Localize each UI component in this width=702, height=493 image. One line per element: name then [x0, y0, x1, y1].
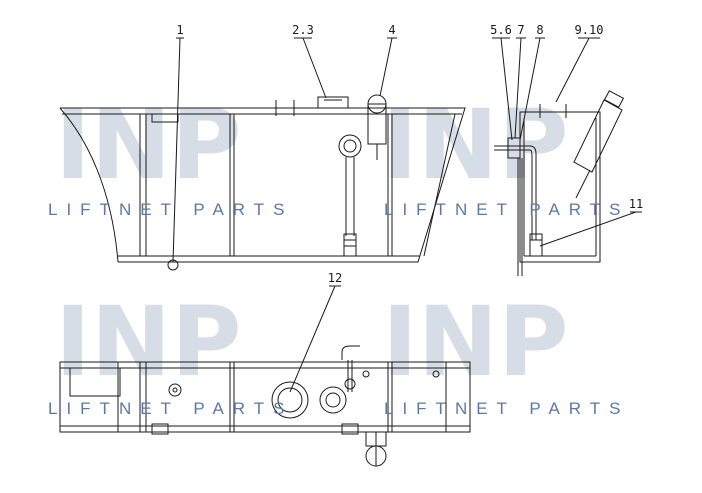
watermark-text: LIFTNET PARTS	[384, 200, 629, 219]
callout-9-10: 9.10	[575, 23, 604, 37]
callout-2-3: 2.3	[292, 23, 314, 37]
callout-11: 11	[629, 197, 643, 211]
callout-8: 8	[536, 23, 543, 37]
callout-4: 4	[388, 23, 395, 37]
callouts: 1 2.3 4 5.6 7 8 9.10 11 12	[176, 23, 643, 285]
watermark-logo: INP	[55, 286, 241, 398]
watermark-logo: INP	[55, 89, 241, 201]
drawing-lines	[59, 37, 642, 467]
tank-front-view	[59, 94, 466, 271]
tank-plan-view	[59, 345, 471, 467]
watermark-logo: INP	[382, 286, 568, 398]
callout-12: 12	[328, 271, 342, 285]
leader-lines	[172, 37, 642, 393]
callout-5-6: 5.6	[490, 23, 512, 37]
watermark-layer: INP INP INP INP	[55, 89, 568, 398]
tank-side-view	[494, 90, 625, 276]
watermark-text: LIFTNET PARTS	[48, 200, 293, 219]
callout-1: 1	[176, 23, 183, 37]
watermark-text-layer: LIFTNET PARTS LIFTNET PARTS LIFTNET PART…	[48, 200, 629, 418]
callout-7: 7	[517, 23, 524, 37]
watermark-text: LIFTNET PARTS	[384, 399, 629, 418]
watermark-text: LIFTNET PARTS	[48, 399, 293, 418]
